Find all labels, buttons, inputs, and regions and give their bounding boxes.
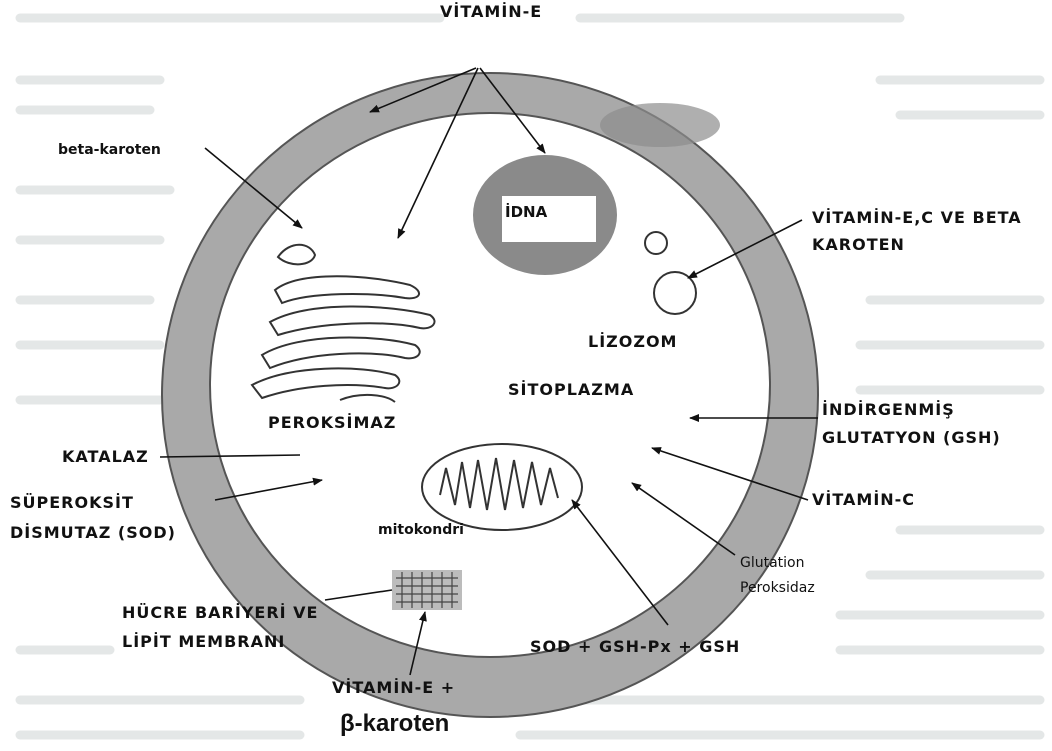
label-glutation-line1: Glutation <box>740 555 805 571</box>
label-vitamin-ec-beta-line1: VİTAMİN-E,C VE BETA <box>812 208 1022 227</box>
membrane-barrier <box>392 570 462 610</box>
label-peroksimaz: PEROKSİMAZ <box>268 413 396 432</box>
label-sitoplazma: SİTOPLAZMA <box>508 380 634 399</box>
label-superoksit-line2: DİSMUTAZ (SOD) <box>10 523 176 542</box>
label-vitamin-c: VİTAMİN-C <box>812 490 915 509</box>
label-mitokondri: mitokondri <box>378 522 464 538</box>
label-dna: İDNA <box>505 203 547 221</box>
label-superoksit-line1: SÜPEROKSİT <box>10 493 134 512</box>
label-vitamin-ec-beta-line2: KAROTEN <box>812 235 905 254</box>
lysosome-small <box>645 232 667 254</box>
label-hucre-bariyeri-line1: HÜCRE BARİYERİ VE <box>122 603 318 622</box>
label-indirgenmis-line2: GLUTATYON (GSH) <box>822 428 1001 447</box>
label-katalaz: KATALAZ <box>62 447 149 466</box>
label-beta-karoten-small: beta-karoten <box>58 142 161 158</box>
label-beta-karoten-big: β-karoten <box>340 710 449 738</box>
label-glutation-line2: Peroksidaz <box>740 580 815 596</box>
label-lizozom: LİZOZOM <box>588 332 677 351</box>
label-sod-gsh: SOD + GSH-Px + GSH <box>530 637 740 656</box>
lysosome-large <box>654 272 696 314</box>
label-indirgenmis-line1: İNDİRGENMİŞ <box>822 400 955 419</box>
label-hucre-bariyeri-line2: LİPİT MEMBRANI <box>122 632 285 651</box>
label-vitamin-e-plus: VİTAMİN-E + <box>332 678 455 697</box>
label-vitamin-e-top: VİTAMİN-E <box>440 2 542 21</box>
membrane-patch-top <box>600 103 720 147</box>
